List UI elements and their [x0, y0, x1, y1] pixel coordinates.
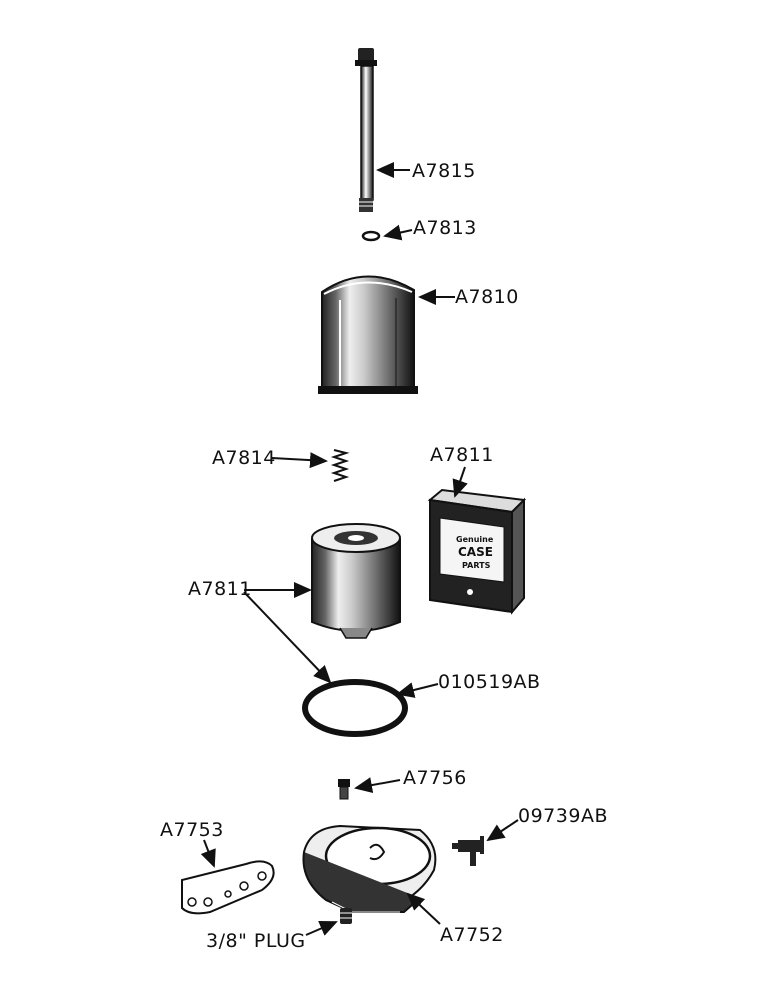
- label-a7752: A7752: [440, 924, 504, 946]
- label-a7815: A7815: [412, 160, 476, 182]
- label-a7753: A7753: [160, 819, 224, 841]
- rod-bolt-part: [355, 48, 377, 212]
- label-a7756: A7756: [403, 767, 467, 789]
- leader-valve: [486, 819, 519, 842]
- base-part: [302, 824, 437, 913]
- leader-gasket: [396, 682, 439, 698]
- plug-part: [340, 908, 352, 924]
- spring-part: [330, 449, 350, 482]
- label-gasket: 010519AB: [438, 671, 541, 693]
- box-print-line1: Genuine: [456, 535, 494, 544]
- washer-part: [361, 230, 381, 242]
- leader-a7813: [383, 224, 413, 241]
- label-a7814: A7814: [212, 447, 276, 469]
- box-print-line3: PARTS: [462, 561, 491, 570]
- label-a7813: A7813: [413, 217, 477, 239]
- leader-a7752: [406, 892, 441, 925]
- box-print-line2: CASE: [458, 545, 493, 559]
- leader-a7814: [271, 452, 328, 469]
- label-a7810: A7810: [455, 286, 519, 308]
- leader-a7811-box: [452, 466, 468, 498]
- housing-bowl-part: [318, 275, 418, 394]
- drain-valve-part: [452, 836, 484, 866]
- leader-a7811-gasket: [243, 591, 332, 684]
- leader-a7753: [200, 839, 216, 868]
- filter-element-part: [311, 523, 401, 639]
- leader-plug: [305, 921, 338, 936]
- label-a7811-element: A7811: [188, 578, 252, 600]
- label-a7811-box: A7811: [430, 444, 494, 466]
- label-plug: 3/8" PLUG: [206, 930, 306, 952]
- filter-box-part: Genuine CASE PARTS: [427, 488, 527, 615]
- gasket-ring-part: [302, 679, 408, 737]
- bracket-part: [181, 860, 275, 915]
- leader-a7756: [354, 777, 401, 794]
- label-valve: 09739AB: [518, 805, 608, 827]
- fitting-part: [338, 779, 350, 800]
